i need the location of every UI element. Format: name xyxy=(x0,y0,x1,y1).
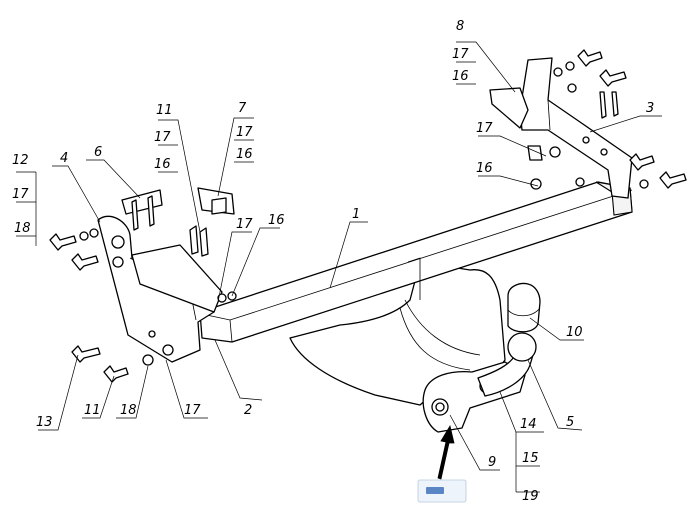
leader-lines xyxy=(16,41,662,493)
bolt-group-right xyxy=(527,49,687,190)
callout-4: 4 xyxy=(60,151,68,166)
callout-16-middle: 16 xyxy=(268,213,285,228)
callout-1: 1 xyxy=(352,207,360,222)
badge-icon xyxy=(426,487,444,494)
callout-8: 8 xyxy=(456,19,464,34)
callout-11-bottom: 11 xyxy=(84,403,101,418)
callout-7: 7 xyxy=(238,101,247,116)
callout-13: 13 xyxy=(36,415,53,430)
callout-7-17: 17 xyxy=(236,125,253,140)
callout-14-15: 15 xyxy=(522,451,539,466)
bolt-group-top-left xyxy=(121,187,237,303)
tow-ball-cap xyxy=(507,282,541,333)
callout-11-17: 17 xyxy=(154,130,171,145)
callout-17-bottom: 17 xyxy=(184,403,201,418)
right-bracket xyxy=(519,57,633,199)
pointer-arrow xyxy=(437,424,455,480)
callout-8-17: 17 xyxy=(452,47,469,62)
callout-11: 11 xyxy=(156,103,173,118)
callout-12: 12 xyxy=(12,153,29,168)
callout-6: 6 xyxy=(94,145,102,160)
callout-14: 14 xyxy=(520,417,537,432)
callout-10: 10 xyxy=(566,325,583,340)
callout-3: 3 xyxy=(646,101,654,116)
callout-7-16: 16 xyxy=(236,147,253,162)
callout-14-19: 19 xyxy=(522,489,539,504)
bumper-shield xyxy=(289,261,506,406)
callout-18: 18 xyxy=(120,403,137,418)
callout-12-18: 18 xyxy=(14,221,31,236)
callout-12-17: 17 xyxy=(12,187,29,202)
callout-17-right: 17 xyxy=(476,121,493,136)
callout-2: 2 xyxy=(244,403,252,418)
callout-16-right: 16 xyxy=(476,161,493,176)
callout-labels: 1 2 3 4 5 6 7 17 16 8 17 16 9 10 11 17 1… xyxy=(12,19,654,504)
callout-5: 5 xyxy=(566,415,574,430)
tow-ball xyxy=(507,332,537,362)
callout-11-16: 16 xyxy=(154,157,171,172)
bolt-group-left xyxy=(49,228,154,383)
callout-9: 9 xyxy=(488,455,496,470)
callout-17-middle: 17 xyxy=(236,217,253,232)
callout-8-16: 16 xyxy=(452,69,469,84)
